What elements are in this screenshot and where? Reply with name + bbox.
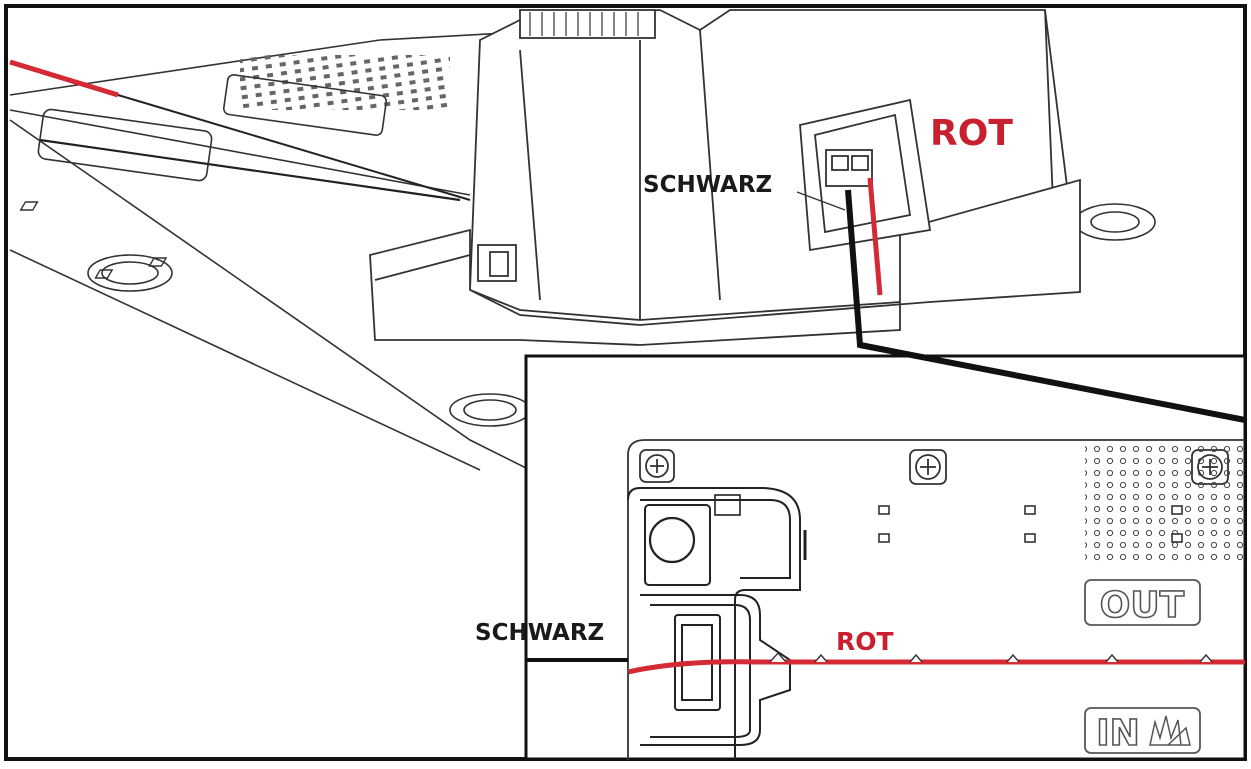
embossed-in-text: IN [1096, 713, 1140, 754]
plus-screw-icon [639, 449, 675, 483]
embossed-in-plaque: IN [1084, 707, 1201, 755]
red-wire-inset [627, 659, 1245, 675]
charging-tower [369, 9, 1081, 346]
plus-screw-icon [909, 449, 947, 485]
label-schwarz-top: SCHWARZ [643, 172, 772, 198]
wire-clips [769, 651, 1213, 663]
red-wire-connector [867, 177, 883, 296]
label-rot-top: ROT [930, 113, 1013, 154]
embossed-out-text: OUT [1100, 585, 1185, 626]
red-wire-main [9, 59, 119, 98]
vent-dots-inset [1085, 445, 1245, 565]
label-schwarz-inset: SCHWARZ [475, 620, 604, 646]
boundary-wire [117, 94, 471, 201]
inset-detail: OUT IN ROT SCHWARZ [475, 342, 1247, 761]
connector-block [627, 487, 807, 760]
leader-line-schwarz [796, 191, 846, 211]
small-slots [878, 505, 1183, 543]
vent-grid [240, 55, 450, 110]
embossed-out-plaque: OUT [1084, 579, 1201, 627]
label-rot-inset: ROT [836, 627, 894, 656]
grass-icon [1149, 715, 1191, 746]
